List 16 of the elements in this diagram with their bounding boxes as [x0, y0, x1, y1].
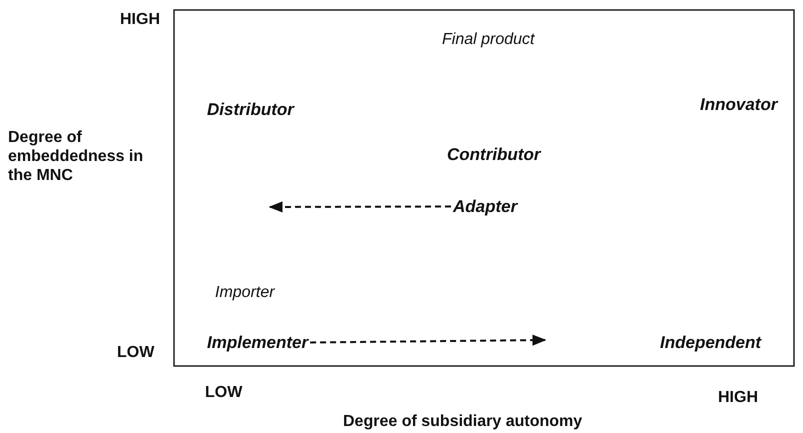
axis-tick-label: HIGH	[120, 10, 160, 29]
quadrant-label: Final product	[442, 30, 534, 49]
quadrant-label: Importer	[215, 283, 275, 302]
dashed-arrow	[310, 334, 546, 346]
axis-title: Degree of embeddedness in the MNC	[8, 128, 144, 185]
role-label: Independent	[660, 333, 762, 352]
role-label: Implementer	[207, 333, 308, 352]
role-label: Adapter	[453, 197, 518, 216]
axis-title: Degree of subsidiary autonomy	[343, 412, 582, 431]
axis-tick-label: LOW	[117, 343, 154, 362]
axis-tick-label: LOW	[205, 383, 242, 402]
axis-tick-label: HIGH	[718, 388, 758, 407]
role-label: Contributor	[447, 145, 540, 164]
dashed-arrow	[268, 201, 451, 213]
role-label: Innovator	[700, 95, 778, 114]
role-label: Distributor	[207, 100, 294, 119]
